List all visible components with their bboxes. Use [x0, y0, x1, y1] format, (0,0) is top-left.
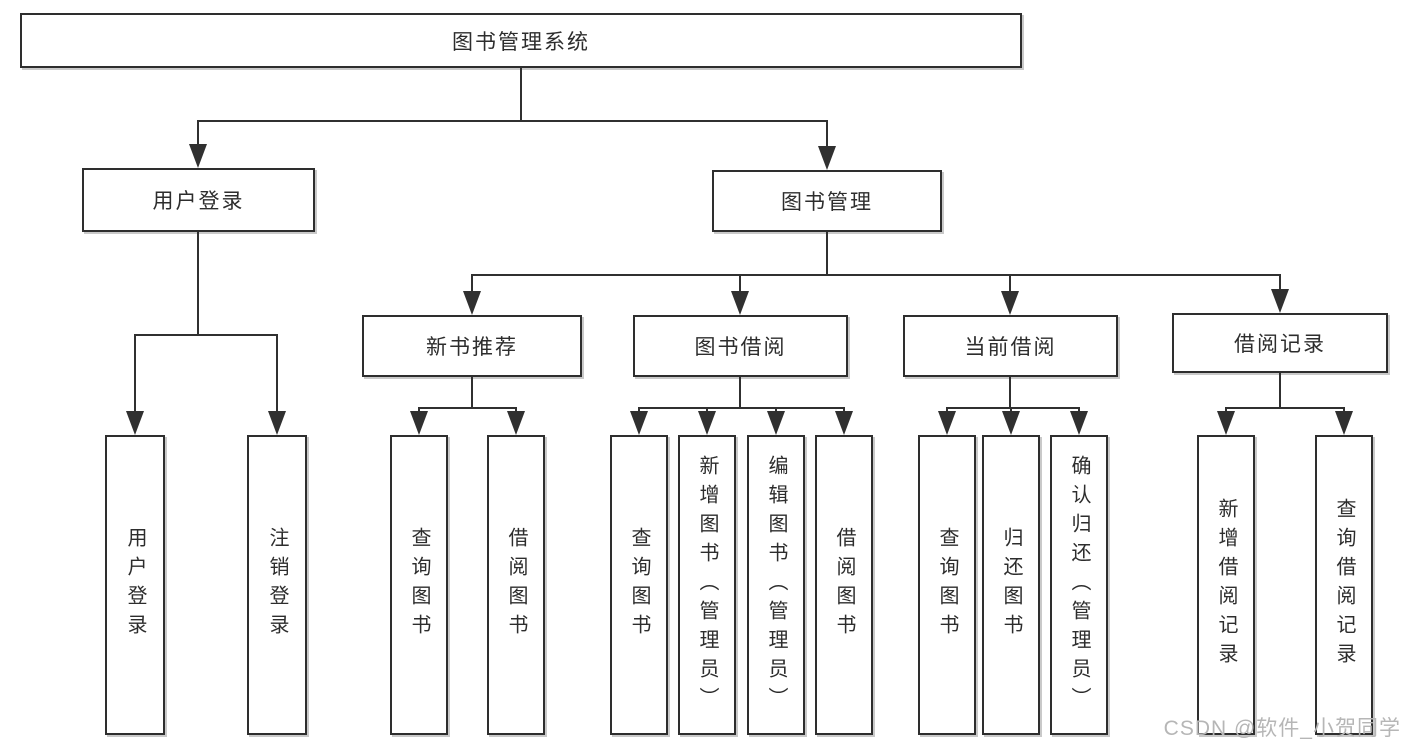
arrowhead-icon [410, 411, 428, 435]
node-root: 图书管理系统 [20, 13, 1022, 68]
arrowhead-icon [189, 144, 207, 168]
arrowhead-icon [731, 291, 749, 315]
node-leaf-borrow-book: 借阅图书 [815, 435, 873, 735]
arrowhead-icon [630, 411, 648, 435]
connector-line [471, 377, 473, 407]
arrowhead-icon [818, 146, 836, 170]
node-new-book-recommendation: 新书推荐 [362, 315, 582, 377]
connector-line [197, 120, 828, 122]
arrowhead-icon [1335, 411, 1353, 435]
arrowhead-icon [507, 411, 525, 435]
node-leaf-query-book: 查询图书 [918, 435, 976, 735]
connector-line [826, 232, 828, 274]
connector-line [826, 120, 828, 154]
node-leaf-add-book-admin: 新增图书（管理员） [678, 435, 736, 735]
arrowhead-icon [767, 411, 785, 435]
arrowhead-icon [1002, 411, 1020, 435]
node-leaf-add-borrow-record: 新增借阅记录 [1197, 435, 1255, 735]
node-leaf-edit-book-admin: 编辑图书（管理员） [747, 435, 805, 735]
connector-line [1009, 377, 1011, 407]
connector-line [471, 274, 1281, 276]
node-leaf-user-login: 用户登录 [105, 435, 165, 735]
watermark: CSDN @软件_小贺同学 [1163, 717, 1401, 740]
arrowhead-icon [1070, 411, 1088, 435]
connector-line [1279, 274, 1281, 297]
connector-line [1279, 373, 1281, 407]
connector-line [418, 407, 517, 409]
arrowhead-icon [1271, 289, 1289, 313]
connector-line [276, 334, 278, 419]
node-book-management: 图书管理 [712, 170, 942, 232]
connector-line [197, 232, 199, 334]
connector-line [946, 407, 1080, 409]
node-leaf-query-book: 查询图书 [390, 435, 448, 735]
connector-line [1009, 274, 1011, 299]
connector-line [638, 407, 845, 409]
node-leaf-borrow-book: 借阅图书 [487, 435, 545, 735]
connector-line [739, 377, 741, 407]
node-user-login: 用户登录 [82, 168, 315, 232]
node-leaf-logout: 注销登录 [247, 435, 307, 735]
connector-line [134, 334, 278, 336]
arrowhead-icon [835, 411, 853, 435]
arrowhead-icon [1217, 411, 1235, 435]
node-borrowing-records: 借阅记录 [1172, 313, 1388, 373]
connector-line [134, 334, 136, 419]
arrowhead-icon [126, 411, 144, 435]
node-leaf-return-book: 归还图书 [982, 435, 1040, 735]
node-leaf-query-borrow-record: 查询借阅记录 [1315, 435, 1373, 735]
arrowhead-icon [268, 411, 286, 435]
connector-line [739, 274, 741, 299]
connector-line [197, 120, 199, 152]
arrowhead-icon [698, 411, 716, 435]
arrowhead-icon [1001, 291, 1019, 315]
arrowhead-icon [938, 411, 956, 435]
node-book-borrowing: 图书借阅 [633, 315, 848, 377]
connector-line [1225, 407, 1345, 409]
connector-line [520, 68, 522, 120]
node-leaf-query-book: 查询图书 [610, 435, 668, 735]
node-current-borrowing: 当前借阅 [903, 315, 1118, 377]
connector-line [471, 274, 473, 299]
node-leaf-confirm-return-admin: 确认归还（管理员） [1050, 435, 1108, 735]
arrowhead-icon [463, 291, 481, 315]
